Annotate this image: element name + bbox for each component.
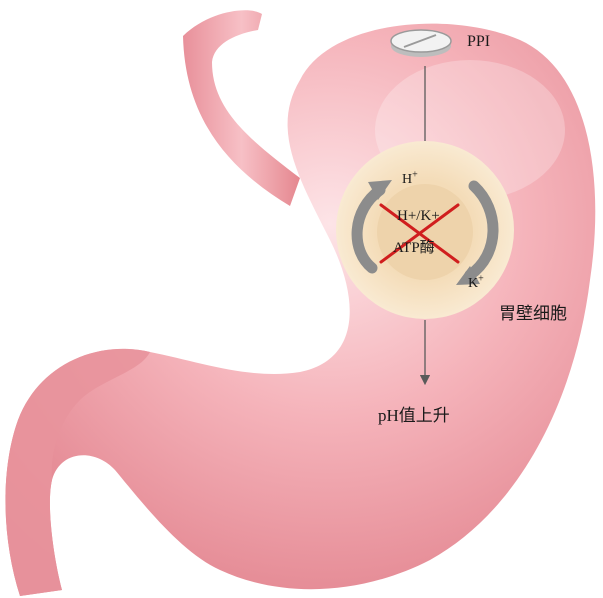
pill-tablet-icon — [391, 30, 451, 57]
hydrogen-ion-symbol: H — [402, 172, 412, 187]
parietal-cell-label: 胃壁细胞 — [499, 299, 567, 324]
esophagus — [183, 10, 300, 206]
enzyme-label-line2: ATP酶 — [393, 236, 435, 257]
potassium-ion-symbol: K — [468, 276, 478, 291]
parietal-cell-core — [377, 184, 473, 280]
potassium-ion-label: K+ — [468, 276, 484, 292]
ph-result-label: pH值上升 — [378, 401, 450, 426]
hydrogen-ion-charge: + — [412, 169, 418, 180]
drug-label: PPI — [467, 33, 490, 51]
enzyme-label-line1: H+/K+ — [397, 208, 440, 225]
potassium-ion-charge: + — [478, 273, 484, 284]
hydrogen-ion-label: H+ — [402, 172, 418, 188]
